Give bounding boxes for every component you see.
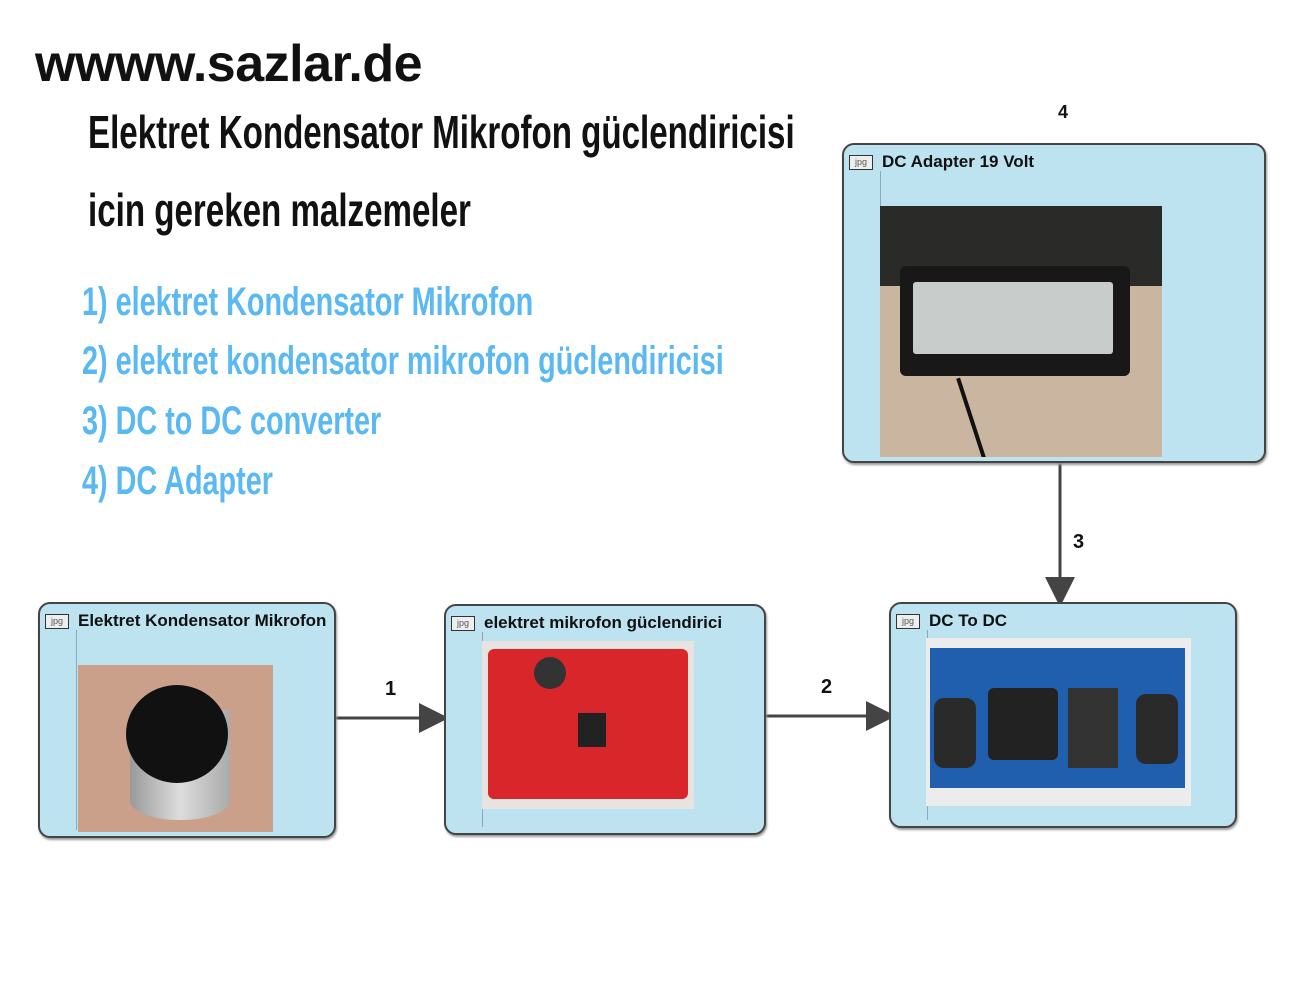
jpg-badge-icon: jpg (45, 614, 69, 629)
edge-label-3: 3 (1073, 531, 1085, 553)
microphone-photo (78, 665, 273, 832)
node-title: DC To DC (929, 611, 1008, 630)
list-item: 1) elektret Kondensator Mikrofon (82, 280, 534, 324)
node-dc-dc-converter[interactable]: jpg DC To DC (889, 602, 1237, 828)
edge-label-2: 2 (821, 676, 833, 698)
dc-adapter-photo (880, 206, 1162, 457)
amplifier-board-photo (482, 641, 694, 809)
list-item: 4) DC Adapter (82, 459, 273, 503)
node-divider (76, 630, 77, 830)
jpg-badge-icon: jpg (896, 614, 920, 629)
list-item: 2) elektret kondensator mikrofon güclend… (82, 339, 724, 383)
edge-label-4: 4 (1058, 102, 1069, 122)
jpg-badge-icon: jpg (849, 155, 873, 170)
site-url: wwww.sazlar.de (35, 35, 423, 93)
title-line-1: Elektret Kondensator Mikrofon güclendiri… (88, 106, 795, 158)
node-title: Elektret Kondensator Mikrofon (78, 611, 327, 630)
edge-label-1: 1 (385, 678, 397, 700)
node-dc-adapter[interactable]: jpg DC Adapter 19 Volt (842, 143, 1266, 463)
node-title: elektret mikrofon güclendirici (484, 613, 723, 632)
node-microphone[interactable]: jpg Elektret Kondensator Mikrofon (38, 602, 336, 838)
node-title: DC Adapter 19 Volt (882, 152, 1035, 171)
list-item: 3) DC to DC converter (82, 399, 382, 443)
dc-dc-converter-photo (926, 638, 1191, 806)
title-line-2: icin gereken malzemeler (88, 184, 471, 236)
jpg-badge-icon: jpg (451, 616, 475, 631)
node-amplifier[interactable]: jpg elektret mikrofon güclendirici (444, 604, 766, 835)
